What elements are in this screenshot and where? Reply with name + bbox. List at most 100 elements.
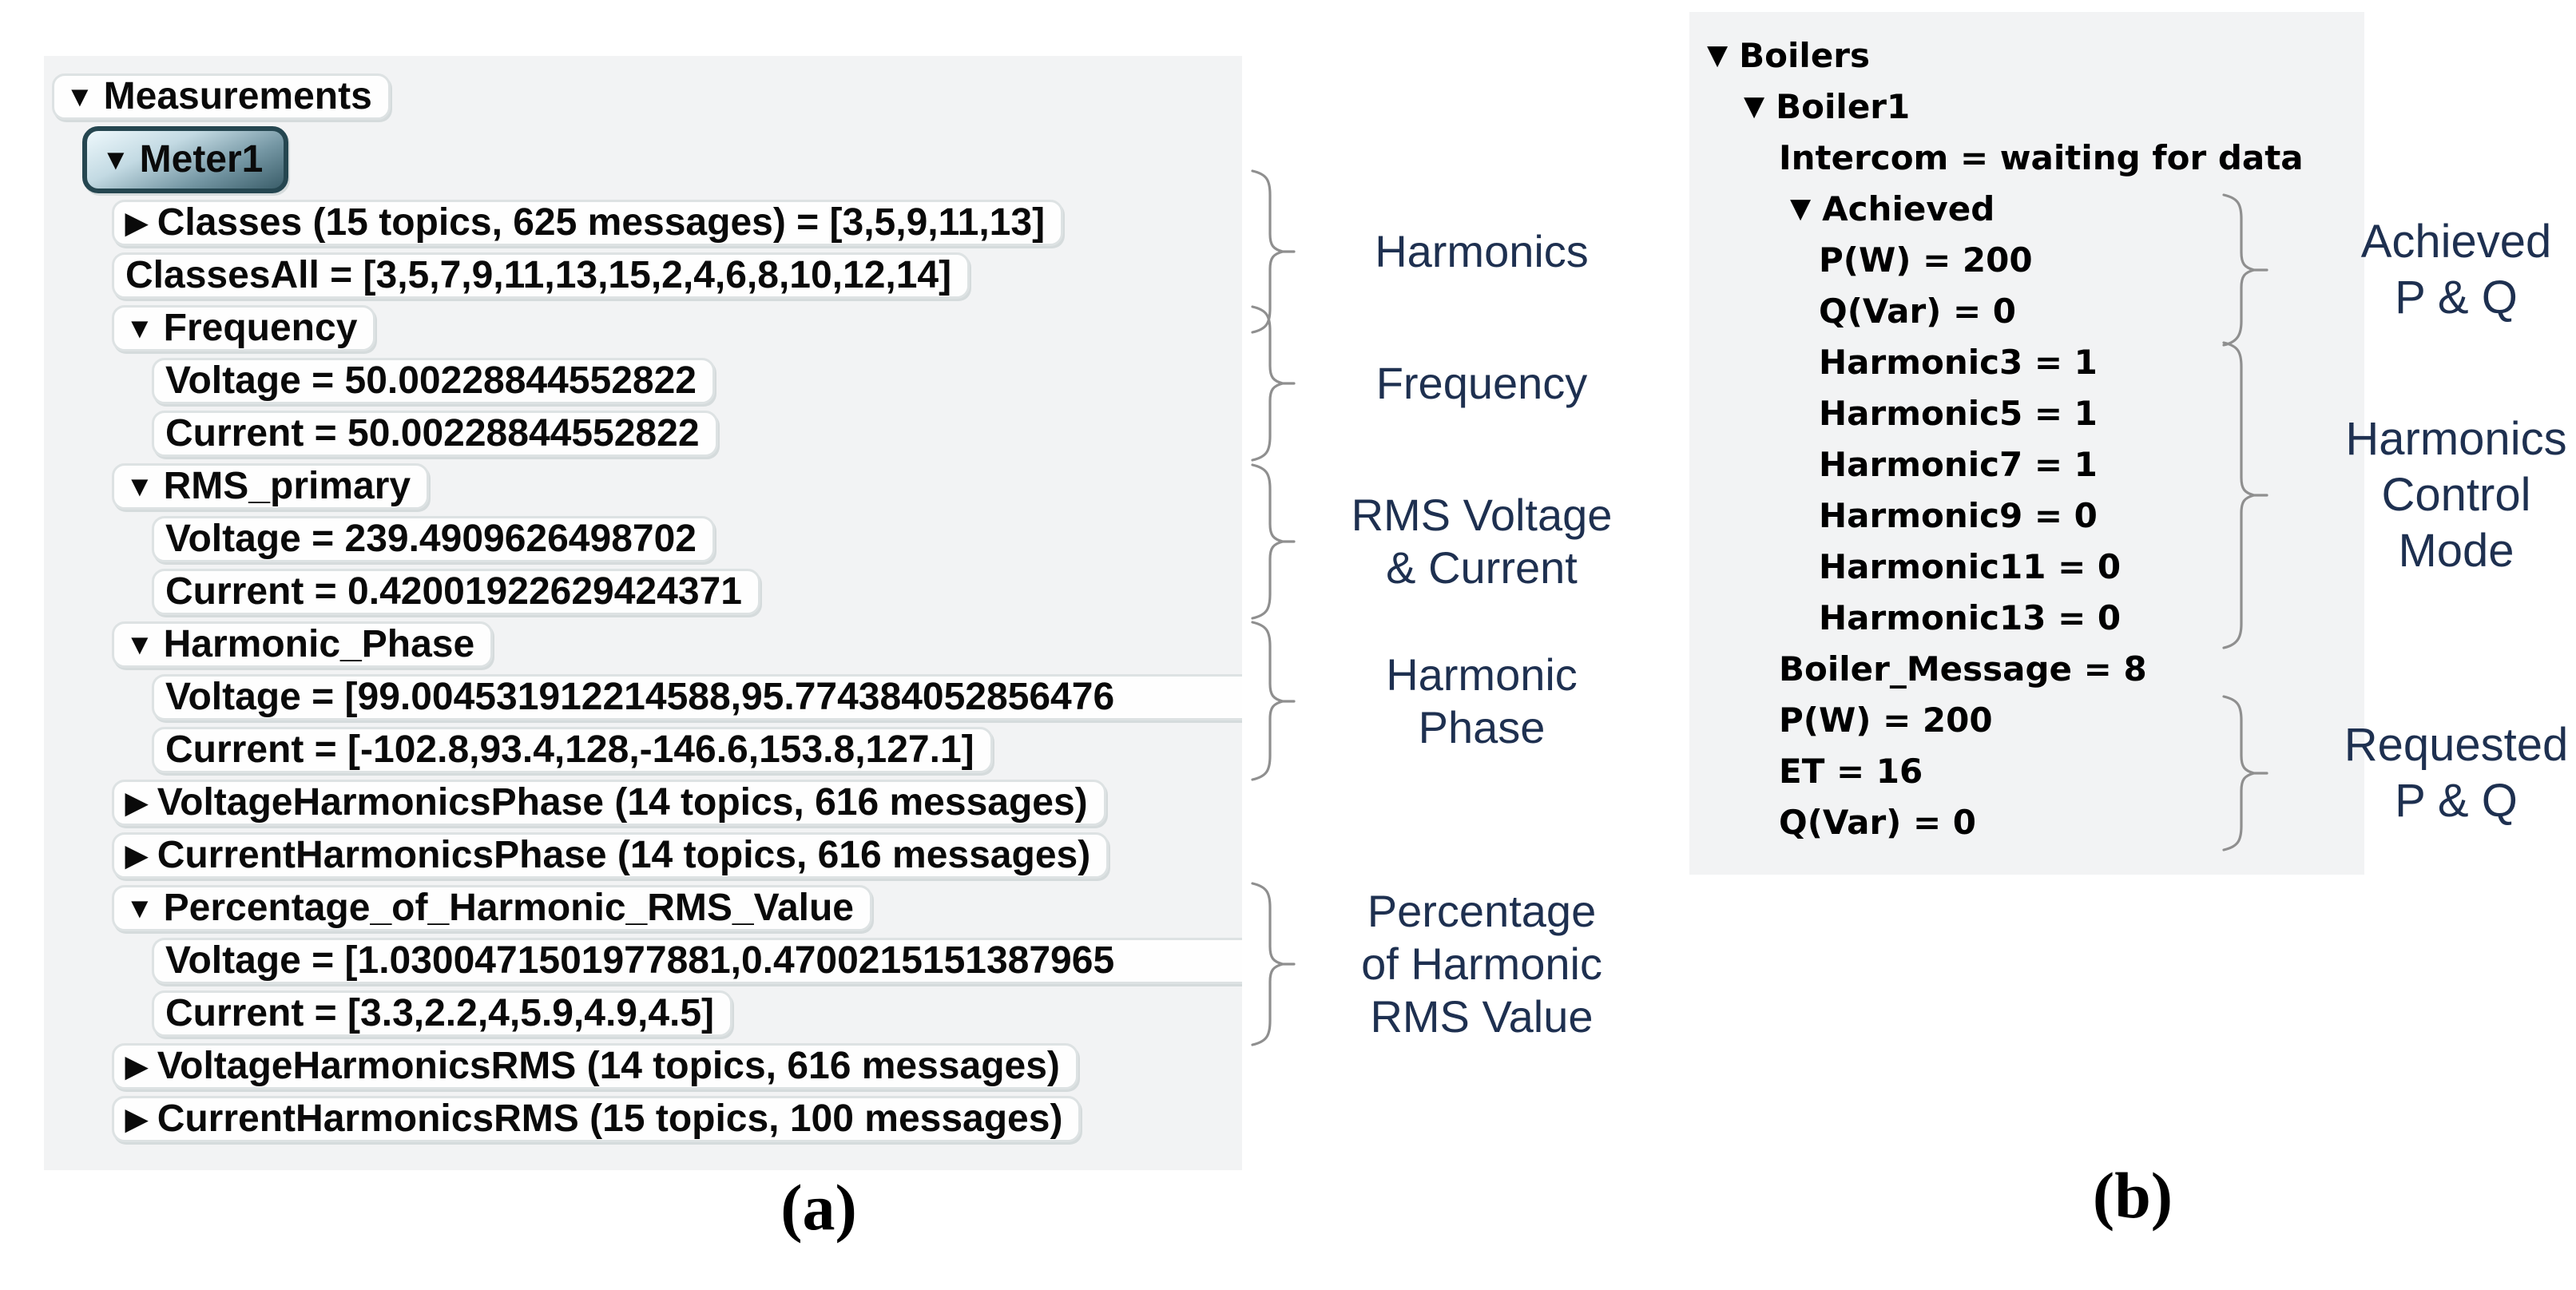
- expand-arrow-icon[interactable]: ▶: [125, 1102, 148, 1135]
- tree-node-rms-voltage[interactable]: Voltage = 239.4909626498702: [152, 516, 715, 562]
- tree-row: ▶ VoltageHarmonicsPhase (14 topics, 616 …: [44, 776, 1242, 829]
- tree-node-label: Harmonic5 = 1: [1819, 393, 2098, 433]
- tree-node-current-harmonics-rms[interactable]: ▶ CurrentHarmonicsRMS (15 topics, 100 me…: [112, 1096, 1082, 1142]
- tree-row-boiler1[interactable]: ▼ Boiler1: [1689, 81, 2364, 132]
- tree-node-label: Voltage = 239.4909626498702: [165, 518, 697, 560]
- tree-row-boilers[interactable]: ▼ Boilers: [1689, 30, 2364, 81]
- collapse-arrow-icon[interactable]: ▼: [125, 470, 154, 502]
- tree-node-label: Meter1: [139, 138, 264, 181]
- collapse-arrow-icon[interactable]: ▼: [125, 891, 154, 924]
- tree-node-classes[interactable]: ▶ Classes (15 topics, 625 messages) = [3…: [112, 200, 1064, 246]
- tree-row-requested-q[interactable]: Q(Var) = 0: [1689, 796, 2364, 847]
- tree-node-harmonic-phase-voltage[interactable]: Voltage = [99.004531912214588,95.7743840…: [152, 674, 1242, 720]
- tree-node-percentage-voltage[interactable]: Voltage = [1.0300471501977881,0.47002151…: [152, 938, 1242, 984]
- tree-row-harmonic9[interactable]: Harmonic9 = 0: [1689, 490, 2364, 541]
- collapse-arrow-icon[interactable]: ▼: [125, 628, 154, 661]
- tree-row: Current = 0.42001922629424371: [44, 566, 1242, 618]
- annotation-requested-pq: Requested P & Q: [2344, 719, 2569, 827]
- tree-node-label: VoltageHarmonicsPhase (14 topics, 616 me…: [157, 781, 1088, 824]
- annotation-harmonics: Harmonics: [1375, 226, 1589, 276]
- harmonics-control-brace: [2222, 341, 2268, 649]
- tree-node-classesall[interactable]: ClassesAll = [3,5,7,9,11,13,15,2,4,6,8,1…: [112, 252, 970, 299]
- tree-node-label: Measurements: [103, 75, 372, 117]
- tree-node-voltage-harmonics-phase[interactable]: ▶ VoltageHarmonicsPhase (14 topics, 616 …: [112, 780, 1106, 826]
- requested-pq-brace: [2222, 695, 2268, 851]
- tree-node-rms-current[interactable]: Current = 0.42001922629424371: [152, 569, 760, 615]
- tree-row-achieved-p[interactable]: P(W) = 200: [1689, 234, 2364, 285]
- subfigure-caption-b: (b): [2092, 1159, 2173, 1232]
- tree-node-label: P(W) = 200: [1779, 700, 1993, 740]
- tree-node-percentage-harmonic-rms[interactable]: ▼ Percentage_of_Harmonic_RMS_Value: [112, 885, 872, 931]
- tree-node-harmonic-phase[interactable]: ▼ Harmonic_Phase: [112, 621, 494, 668]
- tree-node-measurements[interactable]: ▼ Measurements: [52, 73, 391, 120]
- tree-row-harmonic5[interactable]: Harmonic5 = 1: [1689, 387, 2364, 439]
- tree-node-label: CurrentHarmonicsRMS (15 topics, 100 mess…: [157, 1097, 1063, 1140]
- tree-row-requested-p[interactable]: P(W) = 200: [1689, 694, 2364, 745]
- tree-node-rms-primary[interactable]: ▼ RMS_primary: [112, 463, 430, 510]
- expand-arrow-icon[interactable]: ▶: [125, 839, 148, 871]
- tree-row-achieved[interactable]: ▼ Achieved: [1689, 183, 2364, 234]
- tree-node-voltage-harmonics-rms[interactable]: ▶ VoltageHarmonicsRMS (14 topics, 616 me…: [112, 1043, 1078, 1090]
- tree-node-label: Percentage_of_Harmonic_RMS_Value: [163, 887, 854, 929]
- tree-row: Current = [-102.8,93.4,128,-146.6,153.8,…: [44, 724, 1242, 776]
- tree-node-label: Achieved: [1822, 189, 1995, 228]
- tree-row-harmonic3[interactable]: Harmonic3 = 1: [1689, 336, 2364, 387]
- expand-arrow-icon[interactable]: ▶: [125, 1050, 148, 1082]
- tree-node-label: CurrentHarmonicsPhase (14 topics, 616 me…: [157, 834, 1091, 876]
- collapse-arrow-icon[interactable]: ▼: [65, 80, 94, 113]
- tree-row: ▼ Measurements: [44, 70, 1242, 123]
- tree-row: Current = [3.3,2.2,4,5.9,4.9,4.5]: [44, 987, 1242, 1040]
- harmonics-brace: [1251, 169, 1296, 334]
- expand-arrow-icon[interactable]: ▶: [125, 206, 148, 239]
- tree-node-label: Current = [-102.8,93.4,128,-146.6,153.8,…: [165, 728, 974, 771]
- tree-node-label: Boilers: [1739, 35, 1871, 75]
- collapse-arrow-icon[interactable]: ▼: [101, 143, 130, 176]
- tree-node-label: Current = [3.3,2.2,4,5.9,4.9,4.5]: [165, 992, 715, 1034]
- tree-row: Voltage = [1.0300471501977881,0.47002151…: [44, 935, 1242, 987]
- tree-node-frequency-current[interactable]: Current = 50.00228844552822: [152, 411, 718, 457]
- tree-row-boiler-message[interactable]: Boiler_Message = 8: [1689, 643, 2364, 694]
- tree-row: Voltage = 239.4909626498702: [44, 513, 1242, 566]
- tree-node-harmonic-phase-current[interactable]: Current = [-102.8,93.4,128,-146.6,153.8,…: [152, 727, 993, 773]
- tree-node-label: ET = 16: [1779, 751, 1923, 791]
- rms-brace: [1251, 463, 1296, 620]
- tree-node-frequency[interactable]: ▼ Frequency: [112, 305, 376, 351]
- percentage-brace: [1251, 882, 1296, 1046]
- collapse-arrow-icon[interactable]: ▼: [125, 312, 154, 344]
- tree-node-label: Current = 50.00228844552822: [165, 412, 700, 454]
- tree-row: ▼ Percentage_of_Harmonic_RMS_Value: [44, 882, 1242, 935]
- tree-node-label: Q(Var) = 0: [1779, 802, 1977, 842]
- annotation-harmonic-phase: Harmonic Phase: [1386, 649, 1578, 752]
- tree-node-label: Boiler1: [1776, 86, 1911, 126]
- tree-row-harmonic11[interactable]: Harmonic11 = 0: [1689, 541, 2364, 592]
- tree-node-label: Harmonic13 = 0: [1819, 597, 2122, 637]
- tree-node-label: Harmonic7 = 1: [1819, 444, 2098, 484]
- tree-node-label: Frequency: [163, 307, 358, 349]
- tree-node-frequency-voltage[interactable]: Voltage = 50.00228844552822: [152, 358, 715, 404]
- tree-row-et[interactable]: ET = 16: [1689, 745, 2364, 796]
- frequency-brace: [1251, 305, 1296, 462]
- tree-row: Voltage = [99.004531912214588,95.7743840…: [44, 671, 1242, 724]
- tree-node-current-harmonics-phase[interactable]: ▶ CurrentHarmonicsPhase (14 topics, 616 …: [112, 832, 1109, 879]
- annotation-percentage-harmonic-rms: Percentage of Harmonic RMS Value: [1361, 886, 1602, 1042]
- annotation-harmonics-control-mode: Harmonics Control Mode: [2345, 413, 2567, 577]
- tree-row-intercom[interactable]: Intercom = waiting for data: [1689, 132, 2364, 183]
- tree-row: ▶ Classes (15 topics, 625 messages) = [3…: [44, 196, 1242, 249]
- tree-row: ClassesAll = [3,5,7,9,11,13,15,2,4,6,8,1…: [44, 249, 1242, 302]
- tree-node-label: RMS_primary: [163, 465, 411, 507]
- tree-node-label: Boiler_Message = 8: [1779, 649, 2147, 689]
- tree-node-label: VoltageHarmonicsRMS (14 topics, 616 mess…: [157, 1045, 1060, 1087]
- boilers-tree-panel: ▼ Boilers ▼ Boiler1 Intercom = waiting f…: [1689, 12, 2364, 875]
- tree-row-harmonic13[interactable]: Harmonic13 = 0: [1689, 592, 2364, 643]
- tree-node-percentage-current[interactable]: Current = [3.3,2.2,4,5.9,4.9,4.5]: [152, 990, 733, 1037]
- collapse-arrow-icon[interactable]: ▼: [1707, 39, 1729, 71]
- expand-arrow-icon[interactable]: ▶: [125, 786, 148, 819]
- tree-node-label: Voltage = 50.00228844552822: [165, 359, 697, 402]
- tree-node-label: Current = 0.42001922629424371: [165, 570, 742, 613]
- tree-node-label: Classes (15 topics, 625 messages) = [3,5…: [157, 201, 1046, 244]
- collapse-arrow-icon[interactable]: ▼: [1790, 193, 1812, 224]
- tree-row-harmonic7[interactable]: Harmonic7 = 1: [1689, 439, 2364, 490]
- tree-node-meter1-selected[interactable]: ▼ Meter1: [82, 126, 289, 193]
- tree-row-achieved-q[interactable]: Q(Var) = 0: [1689, 285, 2364, 336]
- collapse-arrow-icon[interactable]: ▼: [1744, 90, 1765, 122]
